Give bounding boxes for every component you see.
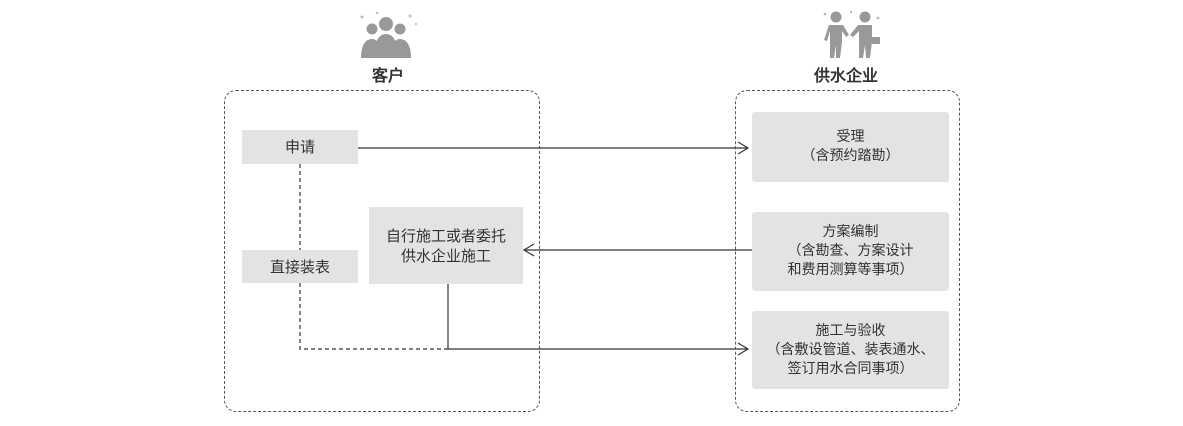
plan-line: （含勘查、方案设计 <box>787 243 914 259</box>
plan-line: 和费用测算等事项） <box>787 262 914 278</box>
people-group-icon <box>360 11 418 58</box>
apply-label: 申请 <box>284 138 315 156</box>
self-build-step: 自行施工或者委托 供水企业施工 <box>369 207 523 284</box>
construct-step: 施工与验收 （含敷设管道、装表通水、 签订用水合同事项） <box>752 311 949 389</box>
plan-line: 方案编制 <box>822 224 879 240</box>
arrowhead <box>737 141 750 155</box>
handshake-icon <box>823 10 880 58</box>
company-group <box>735 90 960 412</box>
customer-title: 客户 <box>371 66 404 85</box>
install-meter-step: 直接装表 <box>242 250 358 283</box>
self-build-line: 供水企业施工 <box>400 246 491 265</box>
self-build-line: 自行施工或者委托 <box>385 226 506 245</box>
accept-line: （含预约踏勘） <box>801 148 900 164</box>
construct-line: （含敷设管道、装表通水、 <box>766 341 935 358</box>
accept-line: 受理 <box>836 129 865 145</box>
customer-group <box>224 90 540 412</box>
company-title: 供水企业 <box>813 66 878 85</box>
meter-to-merge-dashed <box>299 283 448 350</box>
plan-step: 方案编制 （含勘查、方案设计 和费用测算等事项） <box>752 212 949 291</box>
arrowhead <box>737 342 750 356</box>
arrowhead <box>522 243 535 257</box>
install-meter-label: 直接装表 <box>269 257 330 276</box>
apply-step: 申请 <box>242 130 358 164</box>
construct-line: 施工与验收 <box>815 322 886 339</box>
accept-step: 受理 （含预约踏勘） <box>752 112 949 182</box>
construct-line: 签订用水合同事项） <box>787 360 914 377</box>
